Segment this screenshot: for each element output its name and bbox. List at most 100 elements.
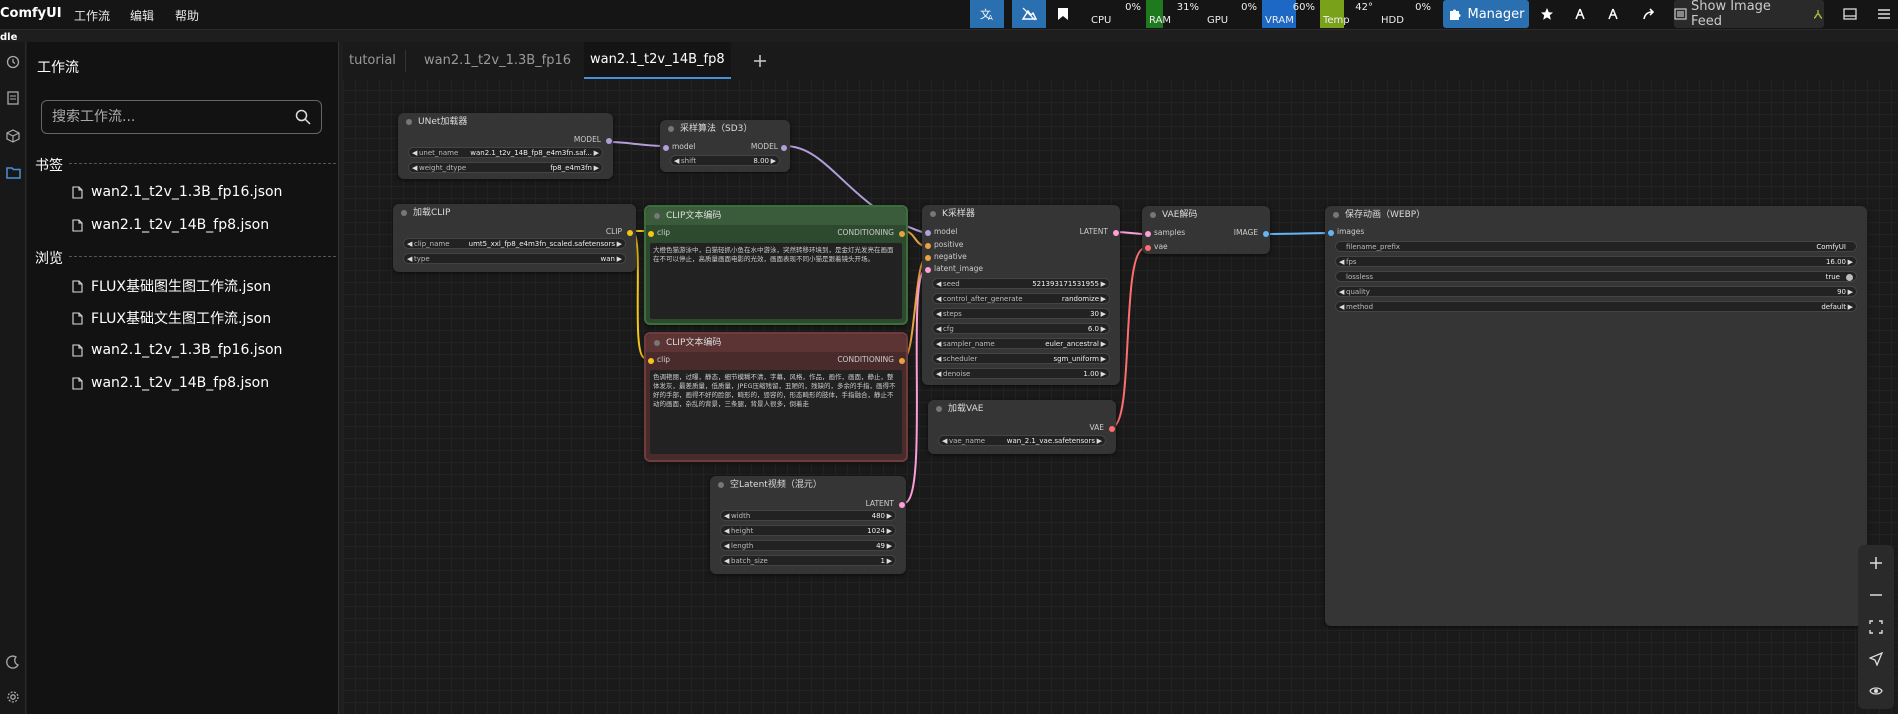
input-label: positive — [934, 240, 964, 249]
input-socket[interactable] — [925, 243, 931, 249]
output-socket[interactable] — [781, 145, 787, 151]
plus-icon — [1870, 557, 1882, 569]
input-socket[interactable] — [1145, 231, 1151, 237]
input-socket[interactable] — [1328, 230, 1334, 236]
workflow-item[interactable]: FLUX基础文生图工作流.json — [72, 308, 271, 328]
queue-status: dle — [0, 32, 18, 43]
fit-view-button[interactable] — [1864, 615, 1888, 639]
workflow-item[interactable]: wan2.1_t2v_14B_fp8.json — [72, 373, 269, 393]
bookmarks-divider — [69, 163, 336, 164]
select-mode-button[interactable] — [1864, 647, 1888, 671]
input-socket[interactable] — [925, 267, 931, 273]
node-vae-decode[interactable]: VAE解码 samples vae IMAGE — [1142, 206, 1270, 254]
input-socket[interactable] — [1145, 245, 1151, 251]
plus-icon — [754, 54, 766, 67]
translate-icon: 文A — [980, 7, 993, 22]
share-button[interactable] — [1636, 0, 1662, 28]
output-socket[interactable] — [899, 358, 905, 364]
workflow-item[interactable]: FLUX基础图生图工作流.json — [72, 276, 271, 296]
bookmark-item[interactable]: wan2.1_t2v_1.3B_fp16.json — [72, 182, 282, 202]
positive-prompt-text[interactable]: 大橙色猫游泳中，白猫轻抓小鱼在水中游泳，突然转移环境到，是金灯光发亮在画面在不可… — [650, 243, 902, 319]
star-button[interactable] — [1534, 0, 1560, 28]
node-ksampler[interactable]: K采样器 LATENT model positive negative late… — [922, 205, 1120, 385]
workflow-item[interactable]: wan2.1_t2v_1.3B_fp16.json — [72, 340, 282, 360]
menu-help[interactable]: 帮助 — [175, 9, 200, 23]
bookmark-button[interactable] — [1050, 0, 1076, 28]
input-socket[interactable] — [663, 145, 669, 151]
toggle-links-button[interactable] — [1864, 679, 1888, 703]
share-a-button[interactable] — [1567, 0, 1593, 28]
input-socket[interactable] — [648, 358, 654, 364]
share-b-button[interactable] — [1600, 0, 1626, 28]
bookmark-item[interactable]: wan2.1_t2v_14B_fp8.json — [72, 215, 269, 235]
theme-moon-icon[interactable] — [3, 652, 23, 672]
zoom-in-button[interactable] — [1864, 551, 1888, 575]
settings-gear-icon[interactable] — [3, 687, 23, 707]
output-socket[interactable] — [899, 502, 905, 508]
input-socket[interactable] — [648, 231, 654, 237]
slash-mountain-button[interactable] — [1012, 0, 1046, 28]
workflow-tabs: tutorial wan2.1_t2v_1.3B_fp16 wan2.1_t2v… — [343, 42, 1898, 80]
menu-edit[interactable]: 编辑 — [130, 9, 155, 23]
node-clip-text-negative[interactable]: CLIP文本编码 clip CONDITIONING 色调艳丽，过曝，静态，细节… — [644, 332, 908, 462]
new-tab-button[interactable] — [747, 42, 773, 79]
queue-list-icon[interactable] — [3, 88, 23, 108]
temp-fill — [1320, 0, 1344, 28]
history-icon[interactable] — [3, 52, 23, 72]
toggle-panel-button[interactable] — [1838, 0, 1862, 28]
output-socket[interactable] — [606, 138, 612, 144]
manager-button[interactable]: Manager — [1443, 0, 1529, 28]
input-socket[interactable] — [925, 255, 931, 261]
tab-wan-1-3b[interactable]: wan2.1_t2v_1.3B_fp16 — [424, 53, 572, 68]
output-socket[interactable] — [1263, 231, 1269, 237]
output-socket[interactable] — [627, 230, 633, 236]
negative-prompt-text[interactable]: 色调艳丽，过曝，静态，细节模糊不清，字幕，风格，作品，画作，画面，静止，整体发灰… — [650, 370, 902, 454]
zoom-out-button[interactable] — [1864, 583, 1888, 607]
search-icon[interactable] — [295, 109, 311, 125]
workflow-sidebar: 工作流 书签 wan2.1_t2v_1.3B_fp16.json wan2.1_… — [27, 42, 339, 714]
menu-workflow[interactable]: 工作流 — [74, 9, 111, 23]
output-socket[interactable] — [1109, 426, 1115, 432]
show-image-feed-button[interactable]: Show Image Feed — [1674, 0, 1824, 29]
model-cube-icon[interactable] — [3, 126, 23, 146]
output-socket[interactable] — [1113, 230, 1119, 236]
hamburger-menu-button[interactable] — [1872, 0, 1896, 28]
tab-tutorial[interactable]: tutorial — [349, 53, 396, 68]
search-input[interactable] — [52, 108, 282, 126]
output-socket[interactable] — [899, 231, 905, 237]
workflow-folder-icon[interactable] — [3, 162, 23, 182]
node-clip-text-positive[interactable]: CLIP文本编码 clip CONDITIONING 大橙色猫游泳中，白猫轻抓小… — [644, 205, 908, 325]
input-socket[interactable] — [925, 230, 931, 236]
output-label: IMAGE — [1233, 228, 1258, 237]
tab-wan-14b[interactable]: wan2.1_t2v_14B_fp8 — [584, 42, 731, 79]
